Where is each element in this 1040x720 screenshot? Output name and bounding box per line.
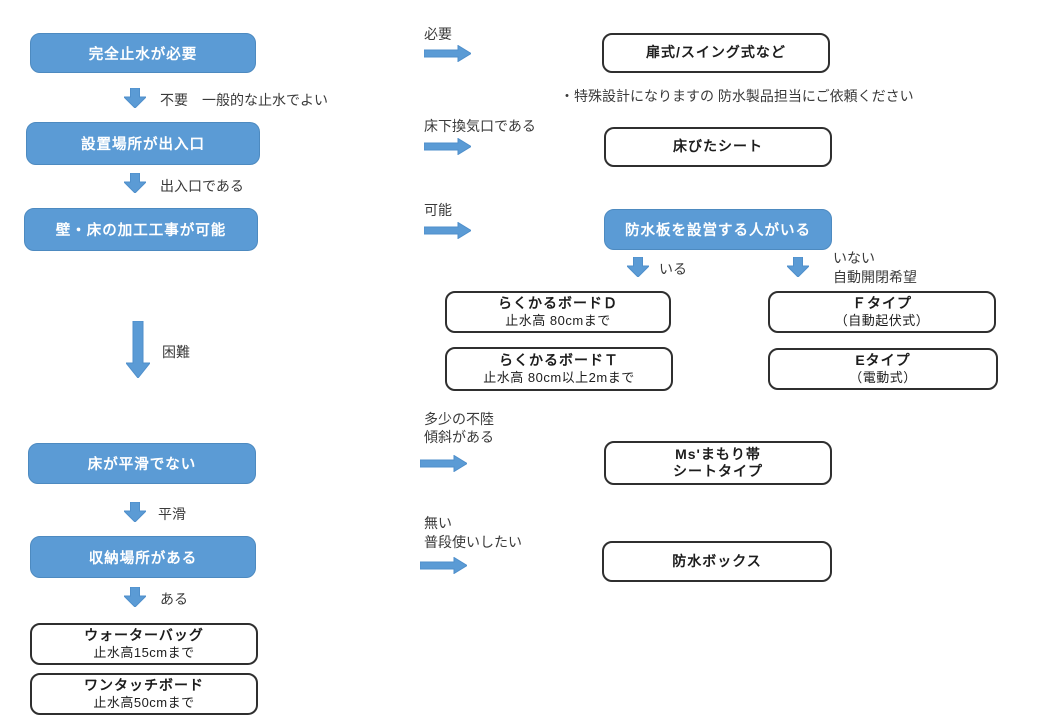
product-title: らくかるボードＴ xyxy=(499,352,619,369)
decision-complete-waterstop: 完全止水が必要 xyxy=(30,33,256,73)
product-subtitle: 止水高15cmまで xyxy=(93,644,195,660)
product-rakukaru-board-d: らくかるボードＤ 止水高 80cmまで xyxy=(445,291,671,333)
arrow-down-icon xyxy=(124,173,146,193)
product-title: ウォーターバッグ xyxy=(84,627,204,644)
arrow-right-icon xyxy=(420,455,467,472)
product-subtitle: （自動起伏式） xyxy=(834,312,930,328)
product-title: Ms'まもり帯 xyxy=(675,445,761,462)
decision-installer-exists: 防水板を設営する人がいる xyxy=(604,209,832,250)
arrow-down-icon xyxy=(787,257,809,277)
decision-label: 設置場所が出入口 xyxy=(81,137,205,153)
decision-label: 壁・床の加工工事が可能 xyxy=(55,223,227,239)
decision-label: 床が平滑でない xyxy=(87,457,197,473)
decision-construction-possible: 壁・床の加工工事が可能 xyxy=(24,208,258,251)
edge-label-installer-no: いない xyxy=(833,250,875,266)
arrow-down-icon xyxy=(124,502,146,522)
edge-label-available: ある xyxy=(160,591,188,607)
product-waterproof-box: 防水ボックス xyxy=(602,541,832,582)
decision-floor-not-flat: 床が平滑でない xyxy=(28,443,256,484)
arrow-right-icon xyxy=(424,45,471,62)
edge-label-installer-yes: いる xyxy=(659,261,687,277)
product-title: ワンタッチボード xyxy=(84,677,204,694)
product-subtitle: 止水高 80cm以上2mまで xyxy=(483,369,635,385)
product-subtitle: シートタイプ xyxy=(673,463,763,479)
product-f-type: Ｆタイプ （自動起伏式） xyxy=(768,291,996,333)
product-title: 床びたシート xyxy=(673,138,763,155)
edge-label-some-unevenness: 多少の不陸 xyxy=(424,411,494,427)
edge-label-none: 無い xyxy=(424,515,452,531)
product-rakukaru-board-t: らくかるボードＴ 止水高 80cm以上2mまで xyxy=(445,347,673,391)
special-design-note: ・特殊設計になりますの 防水製品担当にご依頼ください xyxy=(560,88,914,104)
decision-label: 完全止水が必要 xyxy=(88,46,198,63)
product-title: Eタイプ xyxy=(855,352,911,369)
decision-storage-available: 収納場所がある xyxy=(30,536,256,578)
arrow-right-icon xyxy=(420,557,467,574)
product-e-type: Eタイプ （電動式） xyxy=(768,348,998,390)
edge-label-is-entrance: 出入口である xyxy=(160,178,244,194)
product-ms-mamori-band: Ms'まもり帯 シートタイプ xyxy=(604,441,832,485)
edge-label-not-required: 不要 一般的な止水でよい xyxy=(160,92,328,108)
decision-label: 収納場所がある xyxy=(88,550,198,567)
edge-label-has-slope: 傾斜がある xyxy=(424,429,494,445)
edge-label-underfloor-vent: 床下換気口である xyxy=(424,118,536,134)
edge-label-daily-use: 普段使いしたい xyxy=(424,534,522,550)
product-subtitle: 止水高 80cmまで xyxy=(505,312,611,328)
decision-install-location: 設置場所が出入口 xyxy=(26,122,260,165)
arrow-right-icon xyxy=(424,138,471,155)
product-water-bag: ウォーターバッグ 止水高15cmまで xyxy=(30,623,258,665)
edge-label-auto-open-close: 自動開閉希望 xyxy=(833,269,917,285)
arrow-right-icon xyxy=(424,222,471,239)
product-subtitle: （電動式） xyxy=(849,369,917,385)
arrow-down-icon xyxy=(124,587,146,607)
product-yukabita-sheet: 床びたシート xyxy=(604,127,832,167)
product-title: らくかるボードＤ xyxy=(498,295,618,312)
edge-label-required: 必要 xyxy=(424,26,452,42)
edge-label-difficult: 困難 xyxy=(162,344,190,360)
arrow-down-icon xyxy=(627,257,649,277)
product-title: 扉式/スイング式など xyxy=(646,44,786,61)
product-title: Ｆタイプ xyxy=(852,295,912,312)
product-title: 防水ボックス xyxy=(672,552,762,569)
edge-label-flat: 平滑 xyxy=(158,506,186,522)
arrow-down-long-icon xyxy=(126,321,150,378)
product-one-touch-board: ワンタッチボード 止水高50cmまで xyxy=(30,673,258,715)
edge-label-possible: 可能 xyxy=(424,202,452,218)
product-subtitle: 止水高50cmまで xyxy=(93,694,195,710)
product-door-swing-type: 扉式/スイング式など xyxy=(602,33,830,73)
arrow-down-icon xyxy=(124,88,146,108)
decision-label: 防水板を設営する人がいる xyxy=(625,223,811,239)
